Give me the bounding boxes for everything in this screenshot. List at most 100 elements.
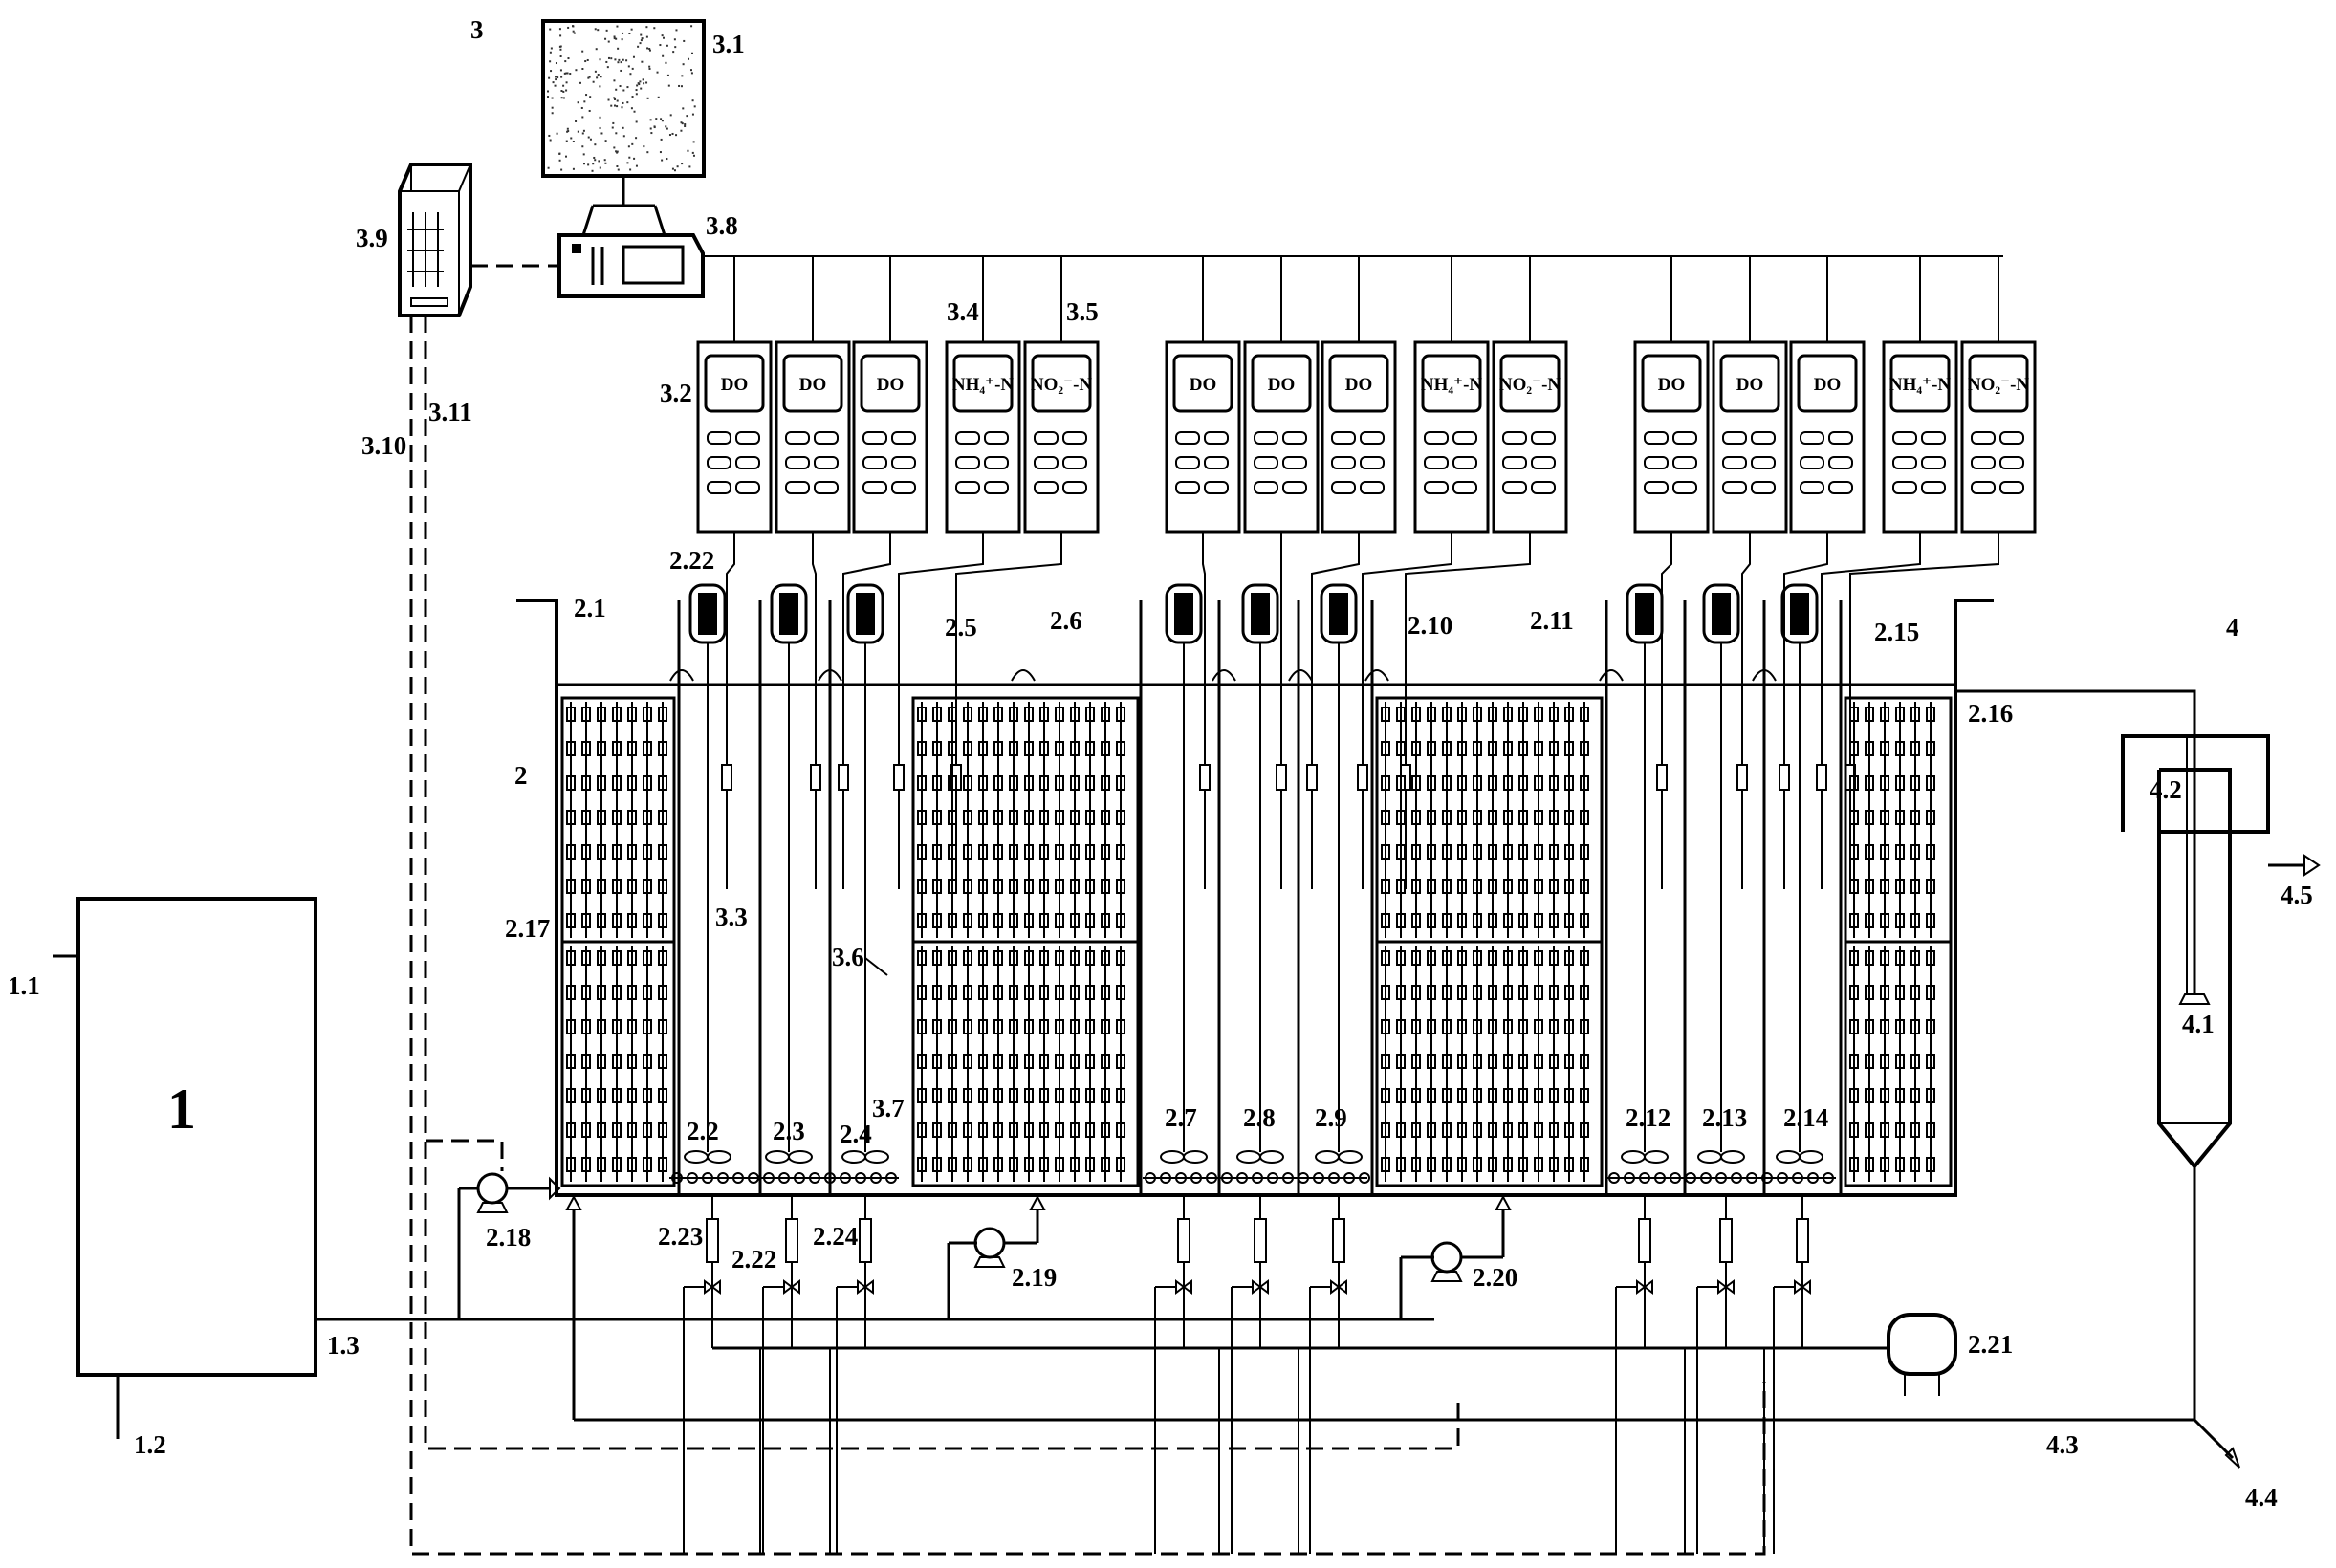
meter-display <box>860 354 921 413</box>
media-bead <box>1085 1054 1095 1069</box>
speckle <box>614 98 617 100</box>
media-bead <box>1055 775 1064 791</box>
meter-key <box>707 431 731 445</box>
diffuser-disc <box>1298 1172 1309 1184</box>
media-bead <box>1381 950 1390 966</box>
mixer-motor-core <box>779 593 798 635</box>
speckle <box>582 163 585 165</box>
speckle <box>588 109 591 112</box>
media-frame <box>911 940 1140 1187</box>
media-bead <box>1549 1019 1559 1034</box>
label-2-23: 2.23 <box>658 1222 703 1251</box>
media-bead <box>1564 1122 1574 1138</box>
media-bead <box>1549 1054 1559 1069</box>
overflow-arrow-icon <box>1212 669 1236 682</box>
air-drop <box>1773 1195 1811 1554</box>
overflow-arrow-icon <box>1599 669 1624 682</box>
speckle <box>653 125 656 128</box>
media-bead <box>993 1054 1003 1069</box>
media-bead <box>1518 1122 1528 1138</box>
probe-cable <box>726 532 735 765</box>
media-bead <box>1039 1088 1049 1103</box>
media-bead <box>1411 1157 1421 1172</box>
media-bead <box>1534 1157 1543 1172</box>
effluent-arrow-icon <box>2303 854 2321 877</box>
media-bead <box>1865 1157 1874 1172</box>
media-bead <box>1024 950 1034 966</box>
meter-key <box>955 456 980 469</box>
diffuser-disc <box>1624 1172 1635 1184</box>
speckle <box>594 70 597 73</box>
media-bead <box>1910 985 1920 1000</box>
media-bead <box>1442 913 1452 928</box>
meter-key <box>1644 456 1669 469</box>
mixer-unit <box>1776 583 1823 1164</box>
speckle <box>675 29 678 32</box>
media-bead <box>1009 810 1018 825</box>
media-bead <box>1564 810 1574 825</box>
probe-head <box>838 764 849 791</box>
media-bead <box>1849 913 1859 928</box>
label-2-13: 2.13 <box>1702 1103 1747 1132</box>
meter-reading: NH₄⁺-N <box>952 375 1015 395</box>
speckle <box>613 35 616 38</box>
speckle <box>606 66 609 69</box>
speckle <box>616 164 619 167</box>
media-frame <box>1375 940 1604 1187</box>
media-bead <box>963 844 972 860</box>
media-bead <box>1442 1157 1452 1172</box>
meter-key <box>1800 456 1824 469</box>
media-bead <box>627 1157 637 1172</box>
media-bead <box>1518 741 1528 756</box>
media-bead <box>1427 1054 1436 1069</box>
media-bead <box>1865 1088 1874 1103</box>
speckle <box>631 67 634 70</box>
label-3-5: 3.5 <box>1066 297 1099 326</box>
media-bead <box>1473 707 1482 722</box>
media-bead <box>1580 810 1589 825</box>
speckle <box>604 37 607 40</box>
label-3-3: 3.3 <box>715 903 748 931</box>
meter-display <box>1421 354 1482 413</box>
media-bead <box>1488 1088 1497 1103</box>
media-bead <box>963 1157 972 1172</box>
media-bead <box>1849 707 1859 722</box>
media-bead <box>978 950 988 966</box>
meter-key <box>1502 431 1527 445</box>
air-drop <box>1615 1195 1653 1554</box>
speckle <box>648 49 651 52</box>
speckle <box>640 87 643 90</box>
media-bead <box>643 1122 652 1138</box>
speckle <box>628 32 631 34</box>
valve-icon <box>1794 1279 1811 1295</box>
diffuser-disc <box>778 1172 790 1184</box>
speckle <box>613 146 616 149</box>
probe-cable <box>1821 532 1921 765</box>
speckle <box>683 39 686 42</box>
diffuser-disc <box>1236 1172 1248 1184</box>
label-2-8: 2.8 <box>1243 1103 1276 1132</box>
speckle <box>673 38 676 41</box>
media-bead <box>1411 913 1421 928</box>
media-block <box>1844 940 1953 1187</box>
speckle <box>680 129 683 132</box>
speckle <box>617 47 620 50</box>
meter-display <box>1719 354 1780 413</box>
media-bead <box>1880 950 1889 966</box>
media-bead <box>1070 985 1080 1000</box>
media-bead <box>1396 707 1406 722</box>
speckle <box>649 119 652 121</box>
speckle <box>599 126 601 129</box>
media-bead <box>1055 810 1064 825</box>
media-bead <box>1503 1157 1513 1172</box>
speckle <box>629 168 632 171</box>
mixer-unit <box>1236 583 1284 1164</box>
speckle <box>627 145 630 148</box>
meter-12: DO <box>1712 256 1788 889</box>
speckle <box>567 26 570 29</box>
meter-key <box>1204 481 1229 494</box>
meter-key <box>1452 456 1477 469</box>
meter-key <box>955 431 980 445</box>
media-bead <box>1457 1157 1467 1172</box>
